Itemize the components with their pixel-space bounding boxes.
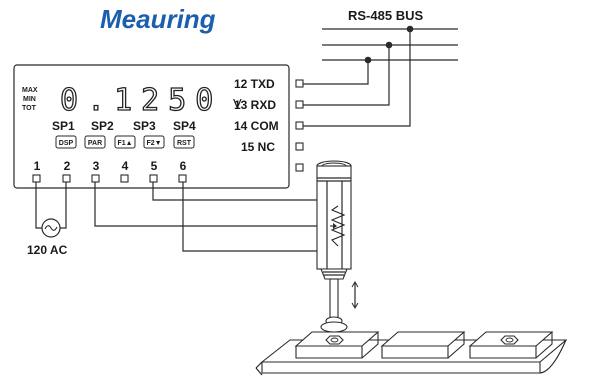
key-par[interactable]: PAR (84, 135, 106, 149)
linear-potentiometer (316, 160, 359, 333)
probe-tip (320, 321, 348, 333)
comm-terminal-16 (295, 163, 304, 172)
key-par-label: PAR (88, 140, 102, 147)
wire-com (303, 29, 411, 127)
panel-meter: MAX MIN TOT 0.1250 V SP1 SP2 SP3 SP4 DSP… (13, 64, 304, 189)
mode-min: MIN (23, 96, 36, 103)
key-rst[interactable]: RST (173, 135, 195, 149)
comm-terminal-13-label: 13 RXD (234, 98, 276, 112)
transducer-body (316, 165, 352, 270)
terminal-1 (32, 174, 41, 183)
key-rst-label: RST (177, 140, 192, 147)
comm-terminal-13 (295, 100, 304, 109)
key-f1-label: F1▲ (117, 140, 132, 147)
wire-terminal-3 (94, 182, 330, 227)
key-dsp[interactable]: DSP (55, 135, 77, 149)
comm-terminal-14-label: 14 COM (234, 119, 279, 133)
setpoint-4: SP4 (173, 119, 196, 133)
bus-label: RS-485 BUS (348, 8, 423, 23)
transducer-rod (329, 278, 339, 320)
wire-terminal-6 (182, 182, 339, 252)
comm-terminal-12 (295, 79, 304, 88)
display-reading: 0.1250 (60, 83, 222, 118)
terminal-1-label: 1 (34, 159, 41, 173)
diagram-title: Meauring (100, 4, 216, 34)
meter-housing (13, 64, 290, 189)
setpoint-1: SP1 (52, 119, 75, 133)
wire-txd (303, 60, 369, 85)
sensor-wires (94, 182, 339, 252)
mode-max: MAX (22, 87, 38, 94)
key-f2-down[interactable]: F2▼ (143, 135, 165, 149)
terminal-4-label: 4 (122, 159, 129, 173)
comm-terminal-14 (295, 121, 304, 130)
key-dsp-label: DSP (59, 140, 74, 147)
nut-icon (325, 335, 344, 345)
terminal-4 (120, 174, 129, 183)
part-2 (380, 331, 466, 359)
terminal-5-label: 5 (151, 159, 158, 173)
setpoint-3: SP3 (133, 119, 156, 133)
part-3 (468, 331, 554, 359)
part-1 (294, 331, 380, 359)
terminal-5 (149, 174, 158, 183)
key-f2-label: F2▼ (146, 140, 161, 147)
ac-label: 120 AC (27, 243, 68, 257)
terminal-3-label: 3 (93, 159, 100, 173)
rs485-bus: RS-485 BUS (322, 8, 458, 64)
comm-terminal-15-label: 15 NC (241, 140, 275, 154)
conveyor-roller (539, 339, 567, 374)
terminal-6-label: 6 (180, 159, 187, 173)
ac-source: 120 AC (27, 182, 68, 257)
comm-terminal-15 (295, 142, 304, 151)
setpoint-2: SP2 (91, 119, 114, 133)
terminal-6 (178, 174, 187, 183)
comm-terminal-12-label: 12 TXD (234, 77, 275, 91)
conveyor (255, 331, 568, 376)
sine-wave-icon (44, 225, 58, 231)
wiper-arrow-icon (333, 223, 337, 229)
wire-rxd (303, 45, 390, 106)
key-f1-up[interactable]: F1▲ (114, 135, 136, 149)
display-unit: V (233, 96, 242, 111)
mode-tot: TOT (22, 105, 37, 112)
resistor-icon (330, 205, 346, 247)
nut-icon (500, 335, 519, 345)
arrow-down-icon (351, 302, 359, 309)
terminal-2 (62, 174, 71, 183)
comm-wires (303, 29, 411, 127)
terminal-2-label: 2 (64, 159, 71, 173)
arrow-up-icon (351, 281, 359, 288)
terminal-3 (91, 174, 100, 183)
